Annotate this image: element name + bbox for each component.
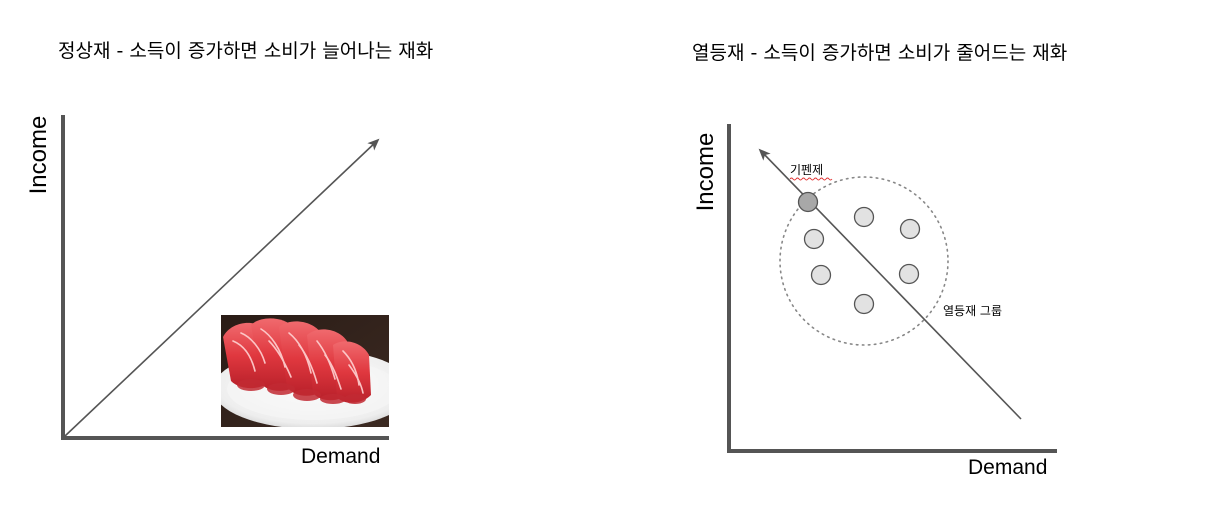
inferior-good-circle [853, 293, 875, 315]
left-y-axis-label: Income [25, 115, 52, 195]
inferior-goods-circles [797, 191, 921, 315]
left-x-axis-label: Demand [301, 445, 381, 468]
right-y-axis-label: Income [692, 132, 719, 212]
spellcheck-underline [789, 177, 833, 181]
left-panel-title: 정상재 - 소득이 증가하면 소비가 늘어나는 재화 [58, 40, 434, 62]
inferior-good-circle [803, 228, 825, 250]
right-x-axis-label: Demand [968, 456, 1048, 479]
inferior-good-circle [810, 264, 832, 286]
inferior-good-circle [899, 218, 921, 240]
giffen-good-label: 기펜제 [790, 163, 823, 177]
left-demand-arrow [64, 138, 380, 437]
giffen-good-circle [797, 191, 819, 213]
beef-slices-photo [221, 315, 389, 427]
right-axes [727, 124, 1057, 453]
left-axes [61, 115, 389, 440]
right-panel-title: 열등재 - 소득이 증가하면 소비가 줄어드는 재화 [692, 42, 1068, 64]
beef-slices-illustration [221, 315, 389, 427]
inferior-goods-group-label: 열등재 그룹 [943, 304, 1002, 318]
inferior-good-circle [898, 263, 920, 285]
right-demand-arrow [758, 148, 1022, 420]
inferior-good-circle [853, 206, 875, 228]
inferior-goods-group-boundary [779, 176, 949, 346]
